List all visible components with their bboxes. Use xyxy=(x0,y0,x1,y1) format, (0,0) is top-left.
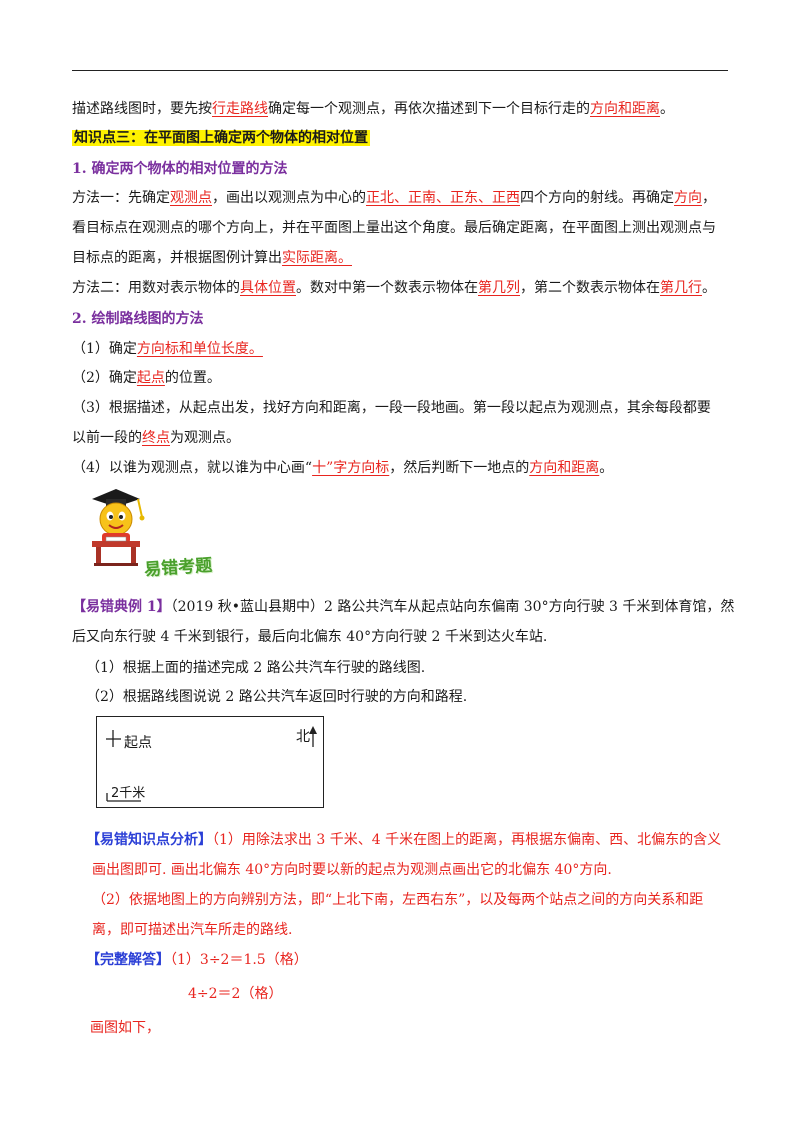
text: （1）确定 xyxy=(72,341,137,357)
step-3-line2: 以前一段的终点为观测点。 xyxy=(72,428,240,448)
answer-direction-distance: 方向和距离 xyxy=(590,101,660,117)
step-3-line1: （3）根据描述，从起点出发，找好方向和距离，一段一段地画。第一段以起点为观测点，… xyxy=(72,400,711,416)
subsection-title-2: 2. 绘制路线图的方法 xyxy=(72,311,204,327)
section-heading: 知识点三：在平面图上确定两个物体的相对位置 xyxy=(72,130,370,146)
mistake-questions-banner: 易错考题 xyxy=(84,485,234,585)
question-1: （1）根据上面的描述完成 2 路公共汽车行驶的路线图. xyxy=(86,660,426,676)
text: ，第二个数表示物体在 xyxy=(520,280,660,296)
method2-line: 方法二：用数对表示物体的具体位置。数对中第一个数表示物体在第几列，第二个数表示物… xyxy=(72,278,716,298)
intro-text: 。 xyxy=(660,101,674,117)
answer-line2: 4÷2＝2（格） xyxy=(188,986,283,1002)
text: 为观测点。 xyxy=(170,430,240,446)
answer-start-point: 起点 xyxy=(136,370,165,386)
text: （1）3÷2＝1.5（格） xyxy=(170,952,308,968)
subsection-title-1: 1. 确定两个物体的相对位置的方法 xyxy=(72,161,288,177)
text: （2019 秋•蓝山县期中）2 路公共汽车从起点站向东偏南 30°方向行驶 3 … xyxy=(170,599,735,615)
text: （4）以谁为观测点，就以谁为中心画“ xyxy=(72,460,313,476)
text: 。数对中第一个数表示物体在 xyxy=(296,280,478,296)
analysis-line3: （2）依据地图上的方向辨别方法，即“上北下南，左西右东”，以及每两个站点之间的方… xyxy=(92,892,704,908)
header-rule xyxy=(72,70,728,71)
answer-actual-distance: 实际距离。 xyxy=(282,250,352,266)
answer-position: 具体位置 xyxy=(240,280,296,296)
answer-direction: 方向 xyxy=(674,190,702,206)
example-line2: 后又向东行驶 4 千米到银行，最后向北偏东 40°方向行驶 2 千米到达火车站. xyxy=(72,629,548,645)
answer-line1: 【完整解答】（1）3÷2＝1.5（格） xyxy=(86,950,308,970)
answer-direction-distance-2: 方向和距离 xyxy=(529,460,600,476)
method1-line3: 目标点的距离，并根据图例计算出实际距离。 xyxy=(72,248,352,268)
banner-label: 易错考题 xyxy=(143,555,213,581)
text: 。 xyxy=(599,460,614,476)
step-1: （1）确定方向标和单位长度。 xyxy=(72,339,263,359)
analysis-line1: 【易错知识点分析】（1）用除法求出 3 千米、4 千米在图上的距离，再根据东偏南… xyxy=(86,830,721,850)
step-2: （2）确定起点的位置。 xyxy=(72,368,221,388)
answer-end-point: 终点 xyxy=(142,430,170,446)
intro-text: 确定每一个观测点，再依次描述到下一个目标行走的 xyxy=(268,101,590,117)
north-label: 北 xyxy=(296,729,310,745)
answer-observation-point: 观测点 xyxy=(170,190,212,206)
text: 方法一：先确定 xyxy=(72,190,170,206)
text: 方法二：用数对表示物体的 xyxy=(72,280,240,296)
answer-line3: 画图如下， xyxy=(90,1020,160,1036)
answer-four-directions: 正北、正南、正东、正西 xyxy=(366,190,520,206)
intro-line: 描述路线图时，要先按行走路线确定每一个观测点，再依次描述到下一个目标行走的方向和… xyxy=(72,99,674,119)
analysis-line4: 离，即可描述出汽车所走的路线. xyxy=(92,922,293,938)
text: 。 xyxy=(702,280,716,296)
question-2: （2）根据路线图说说 2 路公共汽车返回时行驶的方向和路程. xyxy=(86,689,468,705)
route-map: 起点 北 2千米 xyxy=(96,716,324,808)
map-cross-icon xyxy=(106,726,317,802)
analysis-line2: 画出图即可. 画出北偏东 40°方向时要以新的起点为观测点画出它的北偏东 40°… xyxy=(92,862,612,878)
text: 目标点的距离，并根据图例计算出 xyxy=(72,250,282,266)
method1-line1: 方法一：先确定观测点，画出以观测点为中心的正北、正南、正东、正西四个方向的射线。… xyxy=(72,188,716,208)
example-line1: 【易错典例 1】（2019 秋•蓝山县期中）2 路公共汽车从起点站向东偏南 30… xyxy=(72,597,734,617)
scale-label: 2千米 xyxy=(111,786,146,801)
text: （2）确定 xyxy=(72,370,137,386)
analysis-tag: 【易错知识点分析】 xyxy=(86,832,212,848)
start-label: 起点 xyxy=(124,735,152,751)
example-tag: 【易错典例 1】 xyxy=(72,599,171,615)
method1-line2: 看目标点在观测点的哪个方向上，并在平面图上量出这个角度。最后确定距离，在平面图上… xyxy=(72,220,716,236)
text: 的位置。 xyxy=(164,370,221,386)
answer-row: 第几行 xyxy=(660,280,702,296)
answer-cross-mark: 十”字方向标 xyxy=(312,460,390,476)
step-4: （4）以谁为观测点，就以谁为中心画“十”字方向标，然后判断下一地点的方向和距离。 xyxy=(72,458,613,478)
answer-route: 行走路线 xyxy=(212,101,268,117)
intro-text: 描述路线图时，要先按 xyxy=(72,101,212,117)
text: ，然后判断下一地点的 xyxy=(389,460,530,476)
answer-tag: 【完整解答】 xyxy=(86,952,170,968)
answer-column: 第几列 xyxy=(478,280,520,296)
text: （1）用除法求出 3 千米、4 千米在图上的距离，再根据东偏南、西、北偏东的含义 xyxy=(212,832,722,848)
text: ， xyxy=(702,190,716,206)
text: 四个方向的射线。再确定 xyxy=(520,190,674,206)
mascot-icon xyxy=(92,489,145,566)
text: 以前一段的 xyxy=(72,430,142,446)
knowledge-point-3-title: 知识点三：在平面图上确定两个物体的相对位置 xyxy=(72,128,370,148)
text: ，画出以观测点为中心的 xyxy=(212,190,366,206)
answer-direction-mark: 方向标和单位长度。 xyxy=(136,341,263,357)
